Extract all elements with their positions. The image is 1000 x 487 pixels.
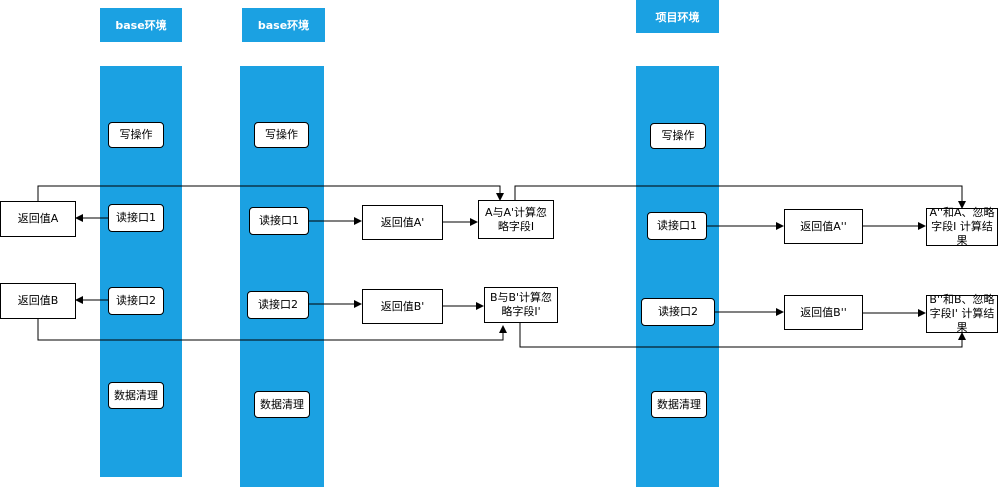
lane1-read-api-1: 读接口1 — [108, 204, 164, 232]
result-b: 返回值B — [0, 283, 76, 319]
result-a: 返回值A — [0, 201, 76, 237]
lane2-read-api-1: 读接口1 — [249, 207, 309, 235]
lane3-write-op: 写操作 — [650, 123, 706, 149]
result-b-prime: 返回值B' — [362, 289, 443, 324]
lane2-read-api-2: 读接口2 — [247, 291, 309, 319]
lane3-read-api-2: 读接口2 — [641, 298, 715, 326]
lane2-data-clean: 数据清理 — [254, 391, 310, 418]
lane1-data-clean: 数据清理 — [108, 382, 164, 409]
lane1-write-op: 写操作 — [108, 122, 164, 148]
lane2-write-op: 写操作 — [254, 122, 309, 148]
header-base-env-1: base环境 — [100, 8, 182, 42]
arrow-result-a-to-compare — [37, 185, 504, 209]
arrow-result-b-to-compare — [37, 318, 507, 341]
lane3-data-clean: 数据清理 — [651, 391, 707, 418]
arrow-compare-a-to-final — [514, 185, 966, 209]
compare-a-vs-a-prime: A与A'计算忽略字段I — [478, 200, 554, 239]
header-project-env: 项目环境 — [636, 0, 719, 33]
compare-b-double-prime: B''和B、忽略字段I' 计算结果 — [926, 293, 998, 334]
compare-b-vs-b-prime: B与B'计算忽略字段I' — [484, 287, 558, 323]
lane1-read-api-2: 读接口2 — [108, 287, 164, 315]
result-a-prime: 返回值A' — [362, 205, 443, 240]
result-a-double-prime: 返回值A'' — [784, 209, 863, 244]
result-b-double-prime: 返回值B'' — [784, 295, 863, 330]
arrow-compare-b-to-final — [519, 323, 966, 348]
compare-a-double-prime: A''和A、忽略字段I 计算结果 — [926, 206, 998, 247]
header-base-env-2: base环境 — [242, 8, 325, 42]
lane3-read-api-1: 读接口1 — [647, 212, 707, 240]
